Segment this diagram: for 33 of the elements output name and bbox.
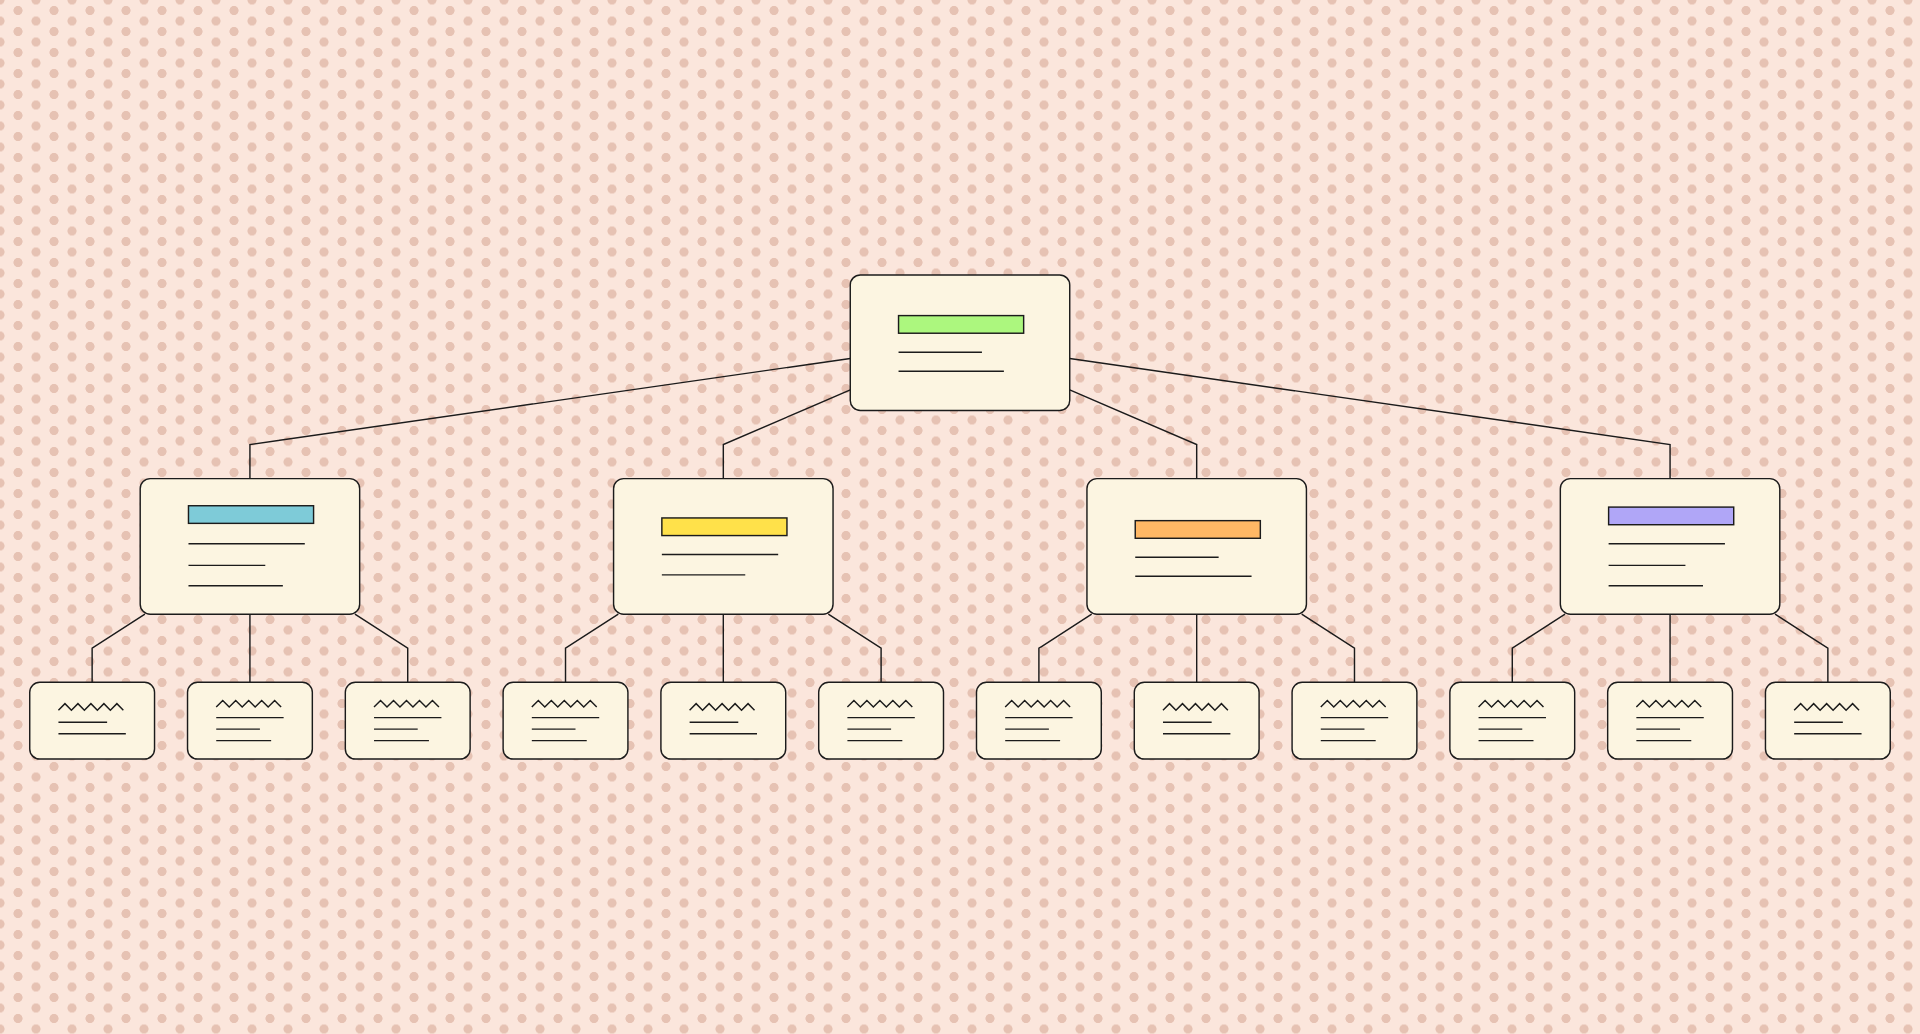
node-box <box>29 681 156 760</box>
node-box <box>1291 681 1418 760</box>
node-box <box>1449 681 1576 760</box>
connector <box>249 357 851 480</box>
node-box <box>1764 681 1891 760</box>
connector <box>722 389 851 480</box>
connector <box>722 613 725 684</box>
node-box <box>1606 681 1734 760</box>
connector <box>1195 613 1198 684</box>
connector <box>1669 613 1671 684</box>
node-box <box>1133 681 1260 760</box>
connector <box>1511 613 1566 684</box>
connector <box>1301 613 1356 684</box>
connector <box>1069 389 1198 480</box>
connector <box>1069 357 1671 480</box>
node-box <box>612 477 834 615</box>
node-box <box>139 477 361 615</box>
connector <box>564 613 619 684</box>
node-box <box>186 681 314 760</box>
node-box <box>502 681 629 760</box>
node-box <box>818 681 945 760</box>
connector <box>91 613 146 684</box>
connector <box>827 613 882 684</box>
connector <box>1774 613 1829 684</box>
connector <box>1038 613 1093 684</box>
node-box <box>975 681 1102 760</box>
node-box <box>1086 477 1308 615</box>
node-box <box>1559 477 1781 615</box>
node-box <box>660 681 787 760</box>
node-box <box>849 274 1071 412</box>
connector <box>354 613 409 684</box>
connector <box>249 613 251 684</box>
node-box <box>344 681 471 760</box>
